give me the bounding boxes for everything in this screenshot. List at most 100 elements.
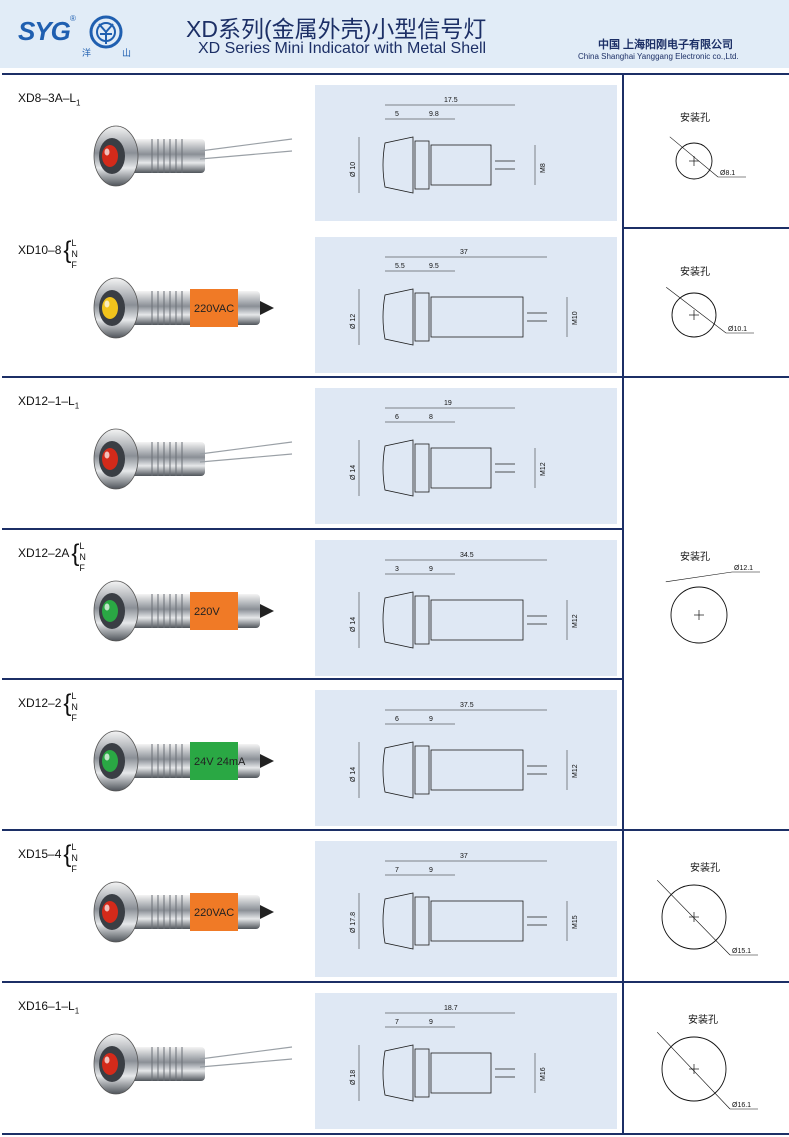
dim-b: 9 bbox=[429, 1019, 433, 1026]
mounting-hole-drawing: Ø8.1 bbox=[669, 136, 746, 180]
metal-body bbox=[120, 442, 205, 476]
bezel-outline bbox=[382, 439, 414, 497]
dim-total: 37 bbox=[460, 853, 468, 860]
lens bbox=[102, 297, 118, 319]
dim-thread: M15 bbox=[572, 915, 579, 929]
lead-wire bbox=[199, 150, 293, 160]
hole-diameter: Ø16.1 bbox=[732, 1102, 751, 1109]
lens-highlight bbox=[104, 1056, 110, 1064]
dim-total: 37 bbox=[460, 249, 468, 256]
variant-code: F bbox=[79, 563, 85, 573]
variant-code: N bbox=[71, 249, 78, 259]
lens bbox=[102, 600, 118, 622]
lead-wire bbox=[199, 1058, 293, 1068]
dim-b: 9.8 bbox=[429, 111, 439, 118]
model-number: XD12–2A bbox=[18, 546, 70, 560]
nut-outline bbox=[414, 1048, 430, 1098]
model-label: XD16–1–L1 bbox=[18, 999, 79, 1015]
dim-b: 9.5 bbox=[429, 263, 439, 270]
dim-thread: M12 bbox=[540, 462, 547, 476]
terminal-tip bbox=[260, 754, 274, 768]
nut-outline bbox=[414, 443, 430, 493]
terminal-tip bbox=[260, 604, 274, 618]
mounting-hole-cell: 安装孔 Ø16.1 bbox=[622, 983, 789, 1135]
dim-a: 7 bbox=[395, 867, 399, 874]
bezel-outline bbox=[382, 136, 414, 194]
mounting-hole-label: 安装孔 bbox=[690, 863, 720, 874]
metal-body bbox=[120, 1047, 205, 1081]
model-subscript: 1 bbox=[74, 1006, 80, 1016]
body-outline bbox=[430, 447, 492, 489]
variant-code: F bbox=[71, 713, 77, 723]
model-number: XD15–4 bbox=[18, 847, 62, 861]
dim-a: 6 bbox=[395, 414, 399, 421]
logo-cn-left: 洋 bbox=[82, 48, 92, 58]
mounting-hole-label: 安装孔 bbox=[688, 1015, 718, 1026]
sleeve-text: 220V bbox=[194, 606, 220, 618]
hole-dim-leader bbox=[669, 136, 719, 178]
model-label: XD12–1–L1 bbox=[18, 394, 79, 410]
label-sleeve bbox=[190, 289, 238, 327]
bezel-outline bbox=[382, 741, 414, 799]
hole-circle bbox=[675, 142, 713, 180]
sleeve-text: 220VAC bbox=[194, 907, 234, 919]
bezel-outline bbox=[382, 591, 414, 649]
variant-code: L bbox=[71, 238, 77, 248]
nut-outline bbox=[414, 745, 430, 795]
dim-a: 5 bbox=[395, 111, 399, 118]
nut-outline bbox=[414, 140, 430, 190]
nut-outline bbox=[414, 595, 430, 645]
dim-b: 9 bbox=[429, 566, 433, 573]
lead-wire bbox=[199, 138, 293, 152]
dim-diameter: Ø 18 bbox=[350, 1070, 357, 1085]
lens bbox=[102, 1053, 118, 1075]
lens-highlight bbox=[104, 603, 110, 611]
sleeve-text: 220VAC bbox=[194, 303, 234, 315]
product-photo bbox=[93, 125, 293, 187]
bezel-outline bbox=[382, 288, 414, 346]
dim-total: 17.5 bbox=[444, 97, 458, 104]
mounting-hole-drawing: Ø12.1 bbox=[665, 565, 760, 644]
dim-total: 37.5 bbox=[460, 702, 474, 709]
hole-dim-leader bbox=[656, 1031, 731, 1110]
brace-icon: { bbox=[63, 690, 72, 717]
body-outline bbox=[430, 1052, 492, 1094]
product-photo: 220V bbox=[93, 580, 274, 642]
dim-b: 9 bbox=[429, 716, 433, 723]
hole-diameter: Ø8.1 bbox=[720, 170, 735, 177]
product-photo: 24V 24mA bbox=[93, 730, 274, 792]
hole-circle bbox=[661, 1036, 727, 1102]
dim-total: 34.5 bbox=[460, 552, 474, 559]
terminal-tip bbox=[260, 905, 274, 919]
syg-logo: SYG bbox=[18, 16, 71, 46]
hole-dim-leader bbox=[665, 571, 733, 583]
lens-highlight bbox=[104, 300, 110, 308]
mounting-hole-drawing: Ø15.1 bbox=[656, 879, 758, 956]
body-outline bbox=[430, 144, 492, 186]
lens bbox=[102, 448, 118, 470]
nut-outline bbox=[414, 896, 430, 946]
dim-a: 5.5 bbox=[395, 263, 405, 270]
dim-thread: M8 bbox=[540, 163, 547, 173]
nut-outline bbox=[414, 292, 430, 342]
variant-code: L bbox=[71, 691, 77, 701]
dim-total: 18.7 bbox=[444, 1005, 458, 1012]
body-outline bbox=[430, 296, 524, 338]
model-number: XD12–1–L bbox=[18, 394, 75, 408]
dim-thread: M10 bbox=[572, 311, 579, 325]
dim-a: 6 bbox=[395, 716, 399, 723]
brace-icon: { bbox=[63, 841, 72, 868]
